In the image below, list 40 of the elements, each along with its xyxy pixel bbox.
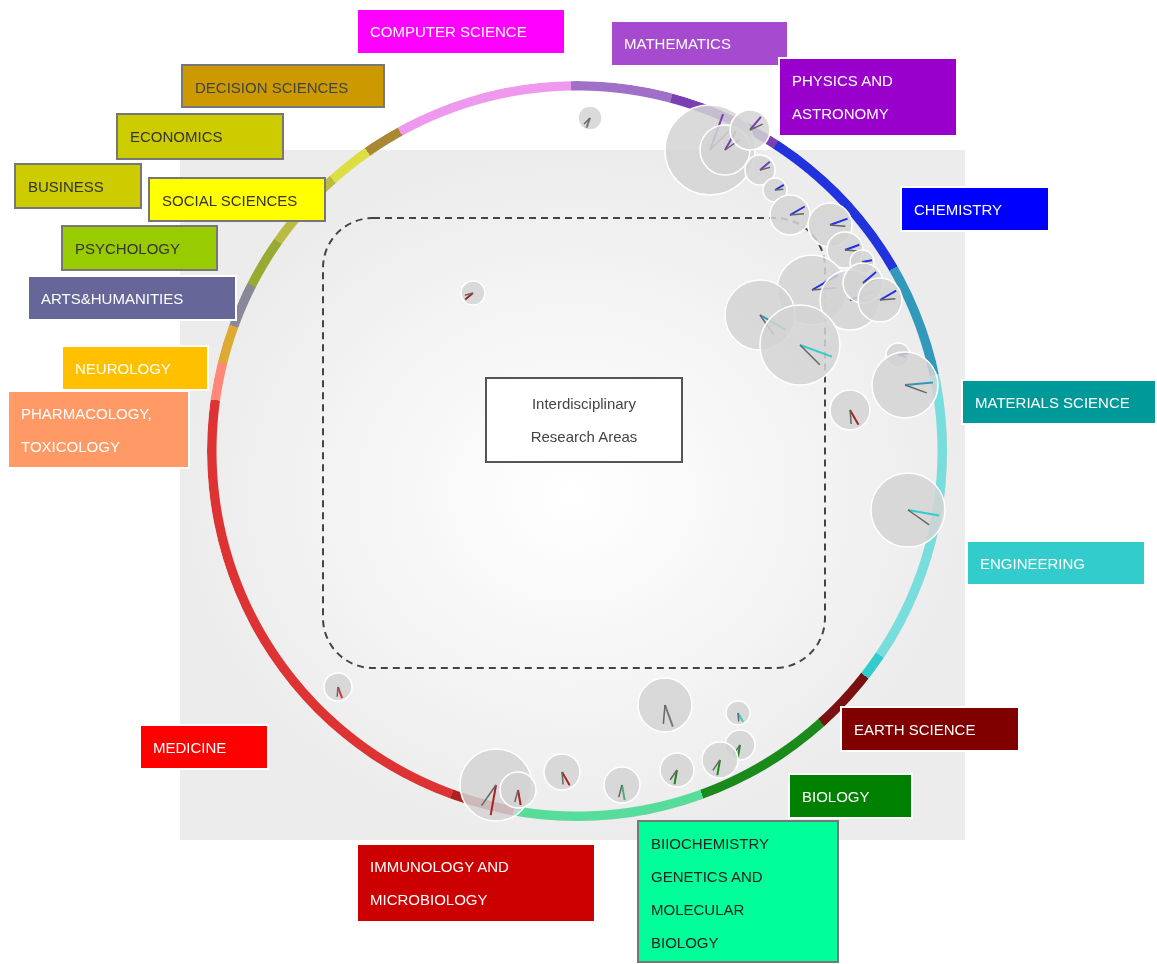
- label-text: PSYCHOLOGY: [75, 239, 182, 259]
- label-text: COMPUTER SCIENCE: [370, 22, 528, 42]
- subject-label-box: [139, 724, 269, 770]
- subject-label-box: [61, 345, 209, 391]
- subject-label-box: [61, 225, 218, 271]
- label-text: BIIOCHEMISTRY GENETICS AND MOLECULAR BIOLOGY: [651, 834, 770, 953]
- subject-label-box: [610, 20, 789, 67]
- subject-label-box: [356, 843, 596, 923]
- subject-label-box: [7, 390, 190, 469]
- label-text: IMMUNOLOGY AND MICROBIOLOGY: [370, 857, 510, 910]
- label-text: BIOLOGY: [802, 787, 871, 807]
- label-text: ECONOMICS: [130, 127, 224, 147]
- label-text: SOCIAL SCIENCES: [162, 191, 299, 211]
- label-text: EARTH SCIENCE: [854, 720, 977, 740]
- subject-label-box: [356, 8, 566, 55]
- subject-label-box: [14, 163, 142, 209]
- center-label-box: [485, 377, 683, 463]
- label-text: CHEMISTRY: [914, 200, 1004, 220]
- label-text: ARTS&HUMANITIES: [41, 289, 185, 309]
- label-text: NEUROLOGY: [75, 359, 172, 379]
- subject-label-box: [148, 177, 326, 222]
- subject-label-box: [840, 706, 1020, 752]
- label-text: BUSINESS: [28, 177, 105, 197]
- subject-label-box: [900, 186, 1050, 232]
- label-text: Interdisciplinary Research Areas: [529, 394, 639, 447]
- label-text: PHARMACOLOGY, TOXICOLOGY: [21, 404, 153, 457]
- subject-label-box: [966, 540, 1146, 586]
- label-text: MATHEMATICS: [624, 34, 732, 54]
- label-text: ENGINEERING: [980, 554, 1086, 574]
- label-text: DECISION SCIENCES: [195, 78, 350, 98]
- subject-label-box: [181, 64, 385, 108]
- subject-label-box: [27, 275, 237, 321]
- subject-label-box: [116, 113, 284, 160]
- label-text: MATERIALS SCIENCE: [975, 393, 1131, 413]
- label-text: MEDICINE: [153, 738, 228, 758]
- subject-label-box: [778, 57, 958, 137]
- subject-label-box: [961, 379, 1157, 425]
- subject-label-box: [788, 773, 913, 819]
- label-text: PHYSICS AND ASTRONOMY: [792, 71, 894, 124]
- subject-label-box: [637, 820, 839, 963]
